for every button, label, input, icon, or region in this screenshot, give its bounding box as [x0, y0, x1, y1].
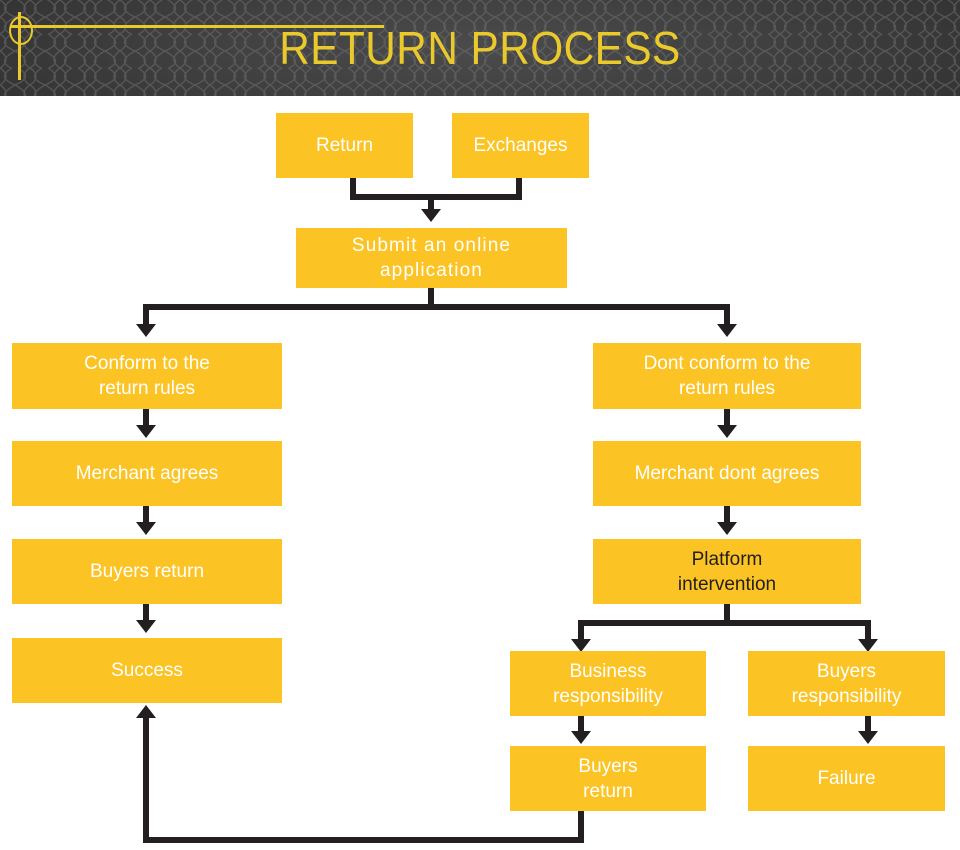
- node-business-responsibility[interactable]: Business responsibility: [510, 651, 706, 716]
- arrow-into-submit-application: [421, 209, 441, 222]
- arrow-into-buyers-responsibility: [858, 639, 878, 652]
- node-merchant-dont-agrees[interactable]: Merchant dont agrees: [593, 441, 861, 506]
- arrow-into-merchant-agrees: [136, 425, 156, 438]
- node-buyers-responsibility[interactable]: Buyers responsibility: [748, 651, 945, 716]
- edge-split-right-drop: [724, 304, 730, 327]
- edge-split-business-drop: [578, 620, 584, 642]
- arrow-into-buyers-return-left: [136, 522, 156, 535]
- arrow-into-conform-rules: [136, 324, 156, 337]
- node-return[interactable]: Return: [276, 113, 413, 178]
- header-accent-line-vertical: [18, 12, 21, 80]
- edge-merge-to-submit: [428, 194, 434, 212]
- header-accent-line-horizontal: [10, 25, 384, 28]
- arrow-into-dont-conform-rules: [717, 324, 737, 337]
- node-buyers-return-bottom[interactable]: Buyers return: [510, 746, 706, 811]
- node-submit-application[interactable]: Submit an online application: [296, 228, 567, 288]
- edge-conform-to-merchant-agrees: [143, 409, 149, 428]
- edge-merchant-agrees-to-buyers-return: [143, 506, 149, 525]
- edge-buyers-return-to-success: [143, 604, 149, 623]
- arrow-into-business-responsibility: [571, 639, 591, 652]
- arrow-into-success: [136, 620, 156, 633]
- arrow-into-failure: [858, 731, 878, 744]
- node-dont-conform-rules[interactable]: Dont conform to the return rules: [593, 343, 861, 409]
- crosshair-target-icon: [9, 16, 33, 45]
- edge-split-bar: [143, 304, 730, 310]
- edge-feedback-up: [143, 716, 149, 843]
- arrow-into-merchant-dont-agrees: [717, 425, 737, 438]
- arrow-into-buyers-return-bottom: [571, 731, 591, 744]
- node-conform-rules[interactable]: Conform to the return rules: [12, 343, 282, 409]
- header-mesh-pattern: [0, 0, 960, 96]
- edge-feedback-down: [578, 811, 584, 843]
- edge-buyers-responsibility-to-failure: [865, 716, 871, 733]
- edge-exchanges-to-merge: [516, 178, 522, 200]
- arrow-feedback-into-success: [136, 705, 156, 718]
- edge-feedback-horizontal: [143, 837, 584, 843]
- edge-split-buyers-drop: [865, 620, 871, 642]
- edge-business-to-buyers-return-bottom: [578, 716, 584, 733]
- node-merchant-agrees[interactable]: Merchant agrees: [12, 441, 282, 506]
- edge-responsibility-split-bar: [578, 620, 871, 626]
- edge-split-left-drop: [143, 304, 149, 327]
- page-header: RETURN PROCESS: [0, 0, 960, 96]
- node-platform-intervention[interactable]: Platform intervention: [593, 539, 861, 604]
- edge-return-to-merge: [350, 178, 356, 200]
- node-buyers-return-left[interactable]: Buyers return: [12, 539, 282, 604]
- node-success[interactable]: Success: [12, 638, 282, 703]
- node-exchanges[interactable]: Exchanges: [452, 113, 589, 178]
- edge-platform-to-split: [724, 604, 730, 626]
- node-failure[interactable]: Failure: [748, 746, 945, 811]
- edge-merchant-dont-agrees-to-platform: [724, 506, 730, 525]
- arrow-into-platform-intervention: [717, 522, 737, 535]
- edge-submit-to-split: [428, 288, 434, 310]
- page-title: RETURN PROCESS: [279, 22, 681, 74]
- edge-dont-conform-to-merchant-dont-agrees: [724, 409, 730, 428]
- edge-merge-bar-top: [350, 194, 522, 200]
